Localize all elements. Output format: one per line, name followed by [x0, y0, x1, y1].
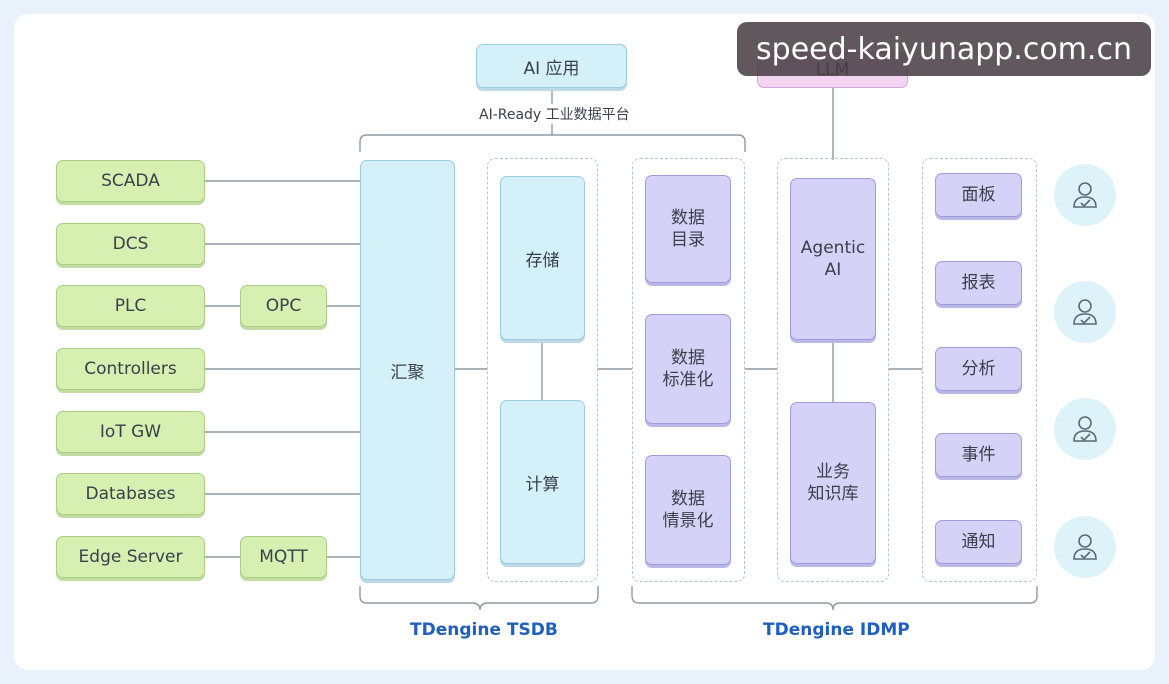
ai-app-label: AI 应用	[523, 58, 580, 79]
output-report: 报表	[935, 261, 1022, 305]
data-catalog-box: 数据 目录	[645, 175, 731, 283]
storage-box: 存储	[500, 176, 585, 340]
agentic-ai-label: Agentic AI	[800, 238, 866, 280]
ai-app-box: AI 应用	[476, 44, 627, 88]
outputs-group	[922, 158, 1037, 582]
data-modules-group	[632, 158, 745, 582]
protocol-mqtt: MQTT	[240, 536, 327, 578]
source-edge-server: Edge Server	[56, 536, 205, 578]
output-label: 面板	[961, 185, 996, 205]
output-analysis: 分析	[935, 347, 1022, 391]
user-check-icon	[1073, 416, 1097, 442]
tsdb-group	[487, 158, 598, 582]
compute-label: 计算	[525, 474, 560, 495]
user-check-icon	[1073, 299, 1097, 325]
output-dashboard: 面板	[935, 173, 1022, 217]
protocol-label: OPC	[265, 296, 302, 316]
data-standardize-label: 数据 标准化	[662, 348, 714, 390]
source-label: Edge Server	[78, 547, 183, 567]
source-scada: SCADA	[56, 160, 205, 202]
data-standardize-box: 数据 标准化	[645, 314, 731, 424]
data-contextualize-label: 数据 情景化	[662, 489, 714, 531]
user-avatar-icon	[1054, 164, 1116, 226]
tsdb-label: TDengine TSDB	[410, 620, 558, 640]
output-label: 通知	[961, 532, 996, 552]
source-plc: PLC	[56, 285, 205, 327]
source-databases: Databases	[56, 473, 205, 515]
source-label: Databases	[85, 484, 176, 504]
data-contextualize-box: 数据 情景化	[645, 455, 731, 565]
source-dcs: DCS	[56, 223, 205, 265]
source-iot-gw: IoT GW	[56, 411, 205, 453]
knowledge-base-box: 业务 知识库	[790, 402, 876, 564]
ai-ready-label: AI-Ready 工业数据平台	[477, 104, 632, 124]
output-label: 事件	[961, 445, 996, 465]
bracket-idmp	[631, 586, 1038, 611]
source-label: SCADA	[101, 171, 160, 191]
compute-box: 计算	[500, 400, 585, 564]
source-controllers: Controllers	[56, 348, 205, 390]
user-check-icon	[1073, 534, 1097, 560]
source-label: Controllers	[84, 359, 177, 379]
aggregate-label: 汇聚	[390, 362, 425, 383]
agentic-ai-box: Agentic AI	[790, 178, 876, 340]
user-check-icon	[1073, 182, 1097, 208]
output-label: 报表	[961, 273, 996, 293]
user-avatar-icon	[1054, 281, 1116, 343]
knowledge-base-label: 业务 知识库	[807, 462, 859, 504]
data-catalog-label: 数据 目录	[671, 208, 705, 250]
bracket-ai-ready	[359, 134, 746, 152]
protocol-label: MQTT	[259, 547, 308, 567]
source-label: PLC	[114, 296, 147, 316]
output-event: 事件	[935, 433, 1022, 477]
watermark-overlay: speed-kaiyunapp.com.cn	[737, 22, 1151, 76]
protocol-opc: OPC	[240, 285, 327, 327]
bracket-tsdb	[359, 586, 599, 611]
source-label: IoT GW	[99, 422, 162, 442]
idmp-label: TDengine IDMP	[763, 620, 910, 640]
storage-label: 存储	[525, 250, 560, 271]
source-label: DCS	[112, 234, 149, 254]
output-notification: 通知	[935, 520, 1022, 564]
user-avatar-icon	[1054, 516, 1116, 578]
user-avatar-icon	[1054, 398, 1116, 460]
output-label: 分析	[961, 359, 996, 379]
agentic-group	[777, 158, 889, 582]
aggregate-box: 汇聚	[360, 160, 455, 580]
